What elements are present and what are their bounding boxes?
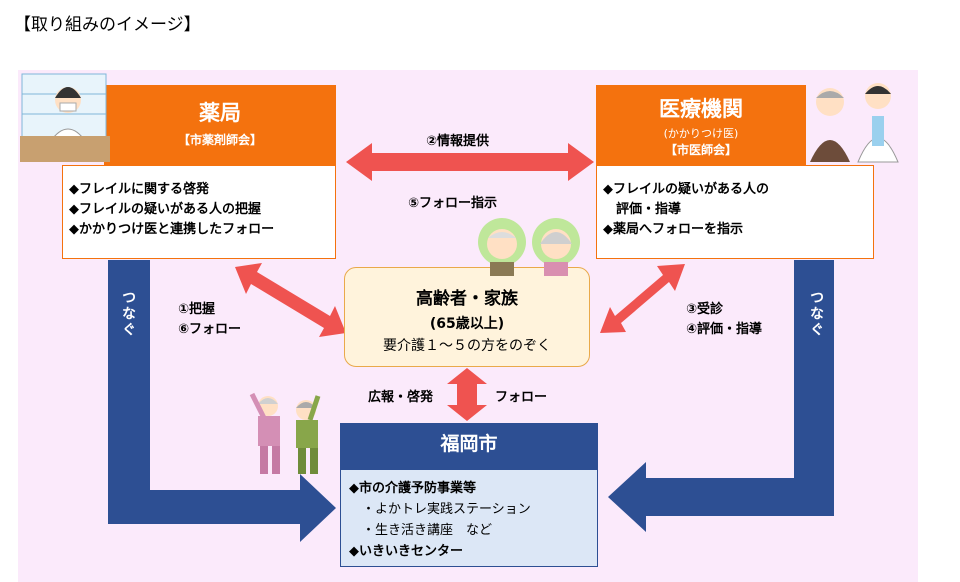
pharmacy-item: ◆フレイルの疑いがある人の把握 [69,202,261,217]
medical-item: 評価・指導 [603,202,682,217]
city-item: ◆いきいきセンター [349,544,463,559]
connect-right-arrow [608,260,834,532]
city-item: ◆市の介護予防事業等 [349,481,476,496]
label-follow-instruction: ⑤フォロー指示 [408,196,498,211]
label-info: ②情報提供 [426,134,490,149]
elderly-age: (65歳以上) [429,316,505,332]
pharmacy-association: 【市薬剤師会】 [177,133,262,147]
label-connect-right: つなぐ [808,290,824,338]
city-header: 福岡市 [340,423,598,469]
medical-item: ◆フレイルの疑いがある人の [603,182,769,197]
label-evaluate: ④評価・指導 [686,322,763,337]
label-connect-left: つなぐ [120,290,136,338]
label-follow-city: フォロー [495,390,548,405]
medical-name: 医療機関 [659,97,743,121]
pharmacy-header: 薬局 【市薬剤師会】 [104,85,336,165]
elderly-title: 高齢者・家族 [416,289,518,309]
pharmacy-elder-double-arrow [235,263,346,337]
info-double-arrow [346,143,594,181]
city-box: ◆市の介護予防事業等 ・よかトレ実践ステーション ・生き活き講座 など ◆いきい… [340,469,598,567]
page-title: 【取り組みのイメージ】 [14,15,201,35]
pharmacy-box: ◆フレイルに関する啓発 ◆フレイルの疑いがある人の把握 ◆かかりつけ医と連携した… [62,165,336,259]
doctor-illustration [810,83,899,163]
elderly-couple-illustration [478,218,580,276]
medical-header: 医療機関 (かかりつけ医) 【市医師会】 [596,85,806,165]
label-visit: ③受診 [686,302,724,317]
pharmacist-illustration [20,73,110,162]
elderly-box: 高齢者・家族 (65歳以上) 要介護１～５の方をのぞく [344,267,590,367]
medical-box: ◆フレイルの疑いがある人の 評価・指導 ◆薬局へフォローを指示 [596,165,874,259]
pharmacy-item: ◆フレイルに関する啓発 [69,182,209,197]
elderly-exclude: 要介護１～５の方をのぞく [383,338,551,354]
city-item: ・よかトレ実践ステーション [349,502,531,517]
city-item: ・生き活き講座 など [349,523,493,538]
pharmacy-name: 薬局 [199,101,241,125]
label-publicity: 広報・啓発 [368,390,434,405]
pharmacy-item: ◆かかりつけ医と連携したフォロー [69,222,275,237]
exercising-seniors-illustration [249,392,321,474]
label-follow: ⑥フォロー [178,322,242,337]
city-elder-double-arrow [447,368,487,421]
medical-elder-double-arrow [600,264,685,333]
medical-item: ◆薬局へフォローを指示 [603,222,743,237]
connect-left-arrow [108,260,336,542]
medical-association: 【市医師会】 [664,143,737,157]
medical-note: (かかりつけ医) [663,127,739,140]
label-grasp: ①把握 [178,302,216,317]
